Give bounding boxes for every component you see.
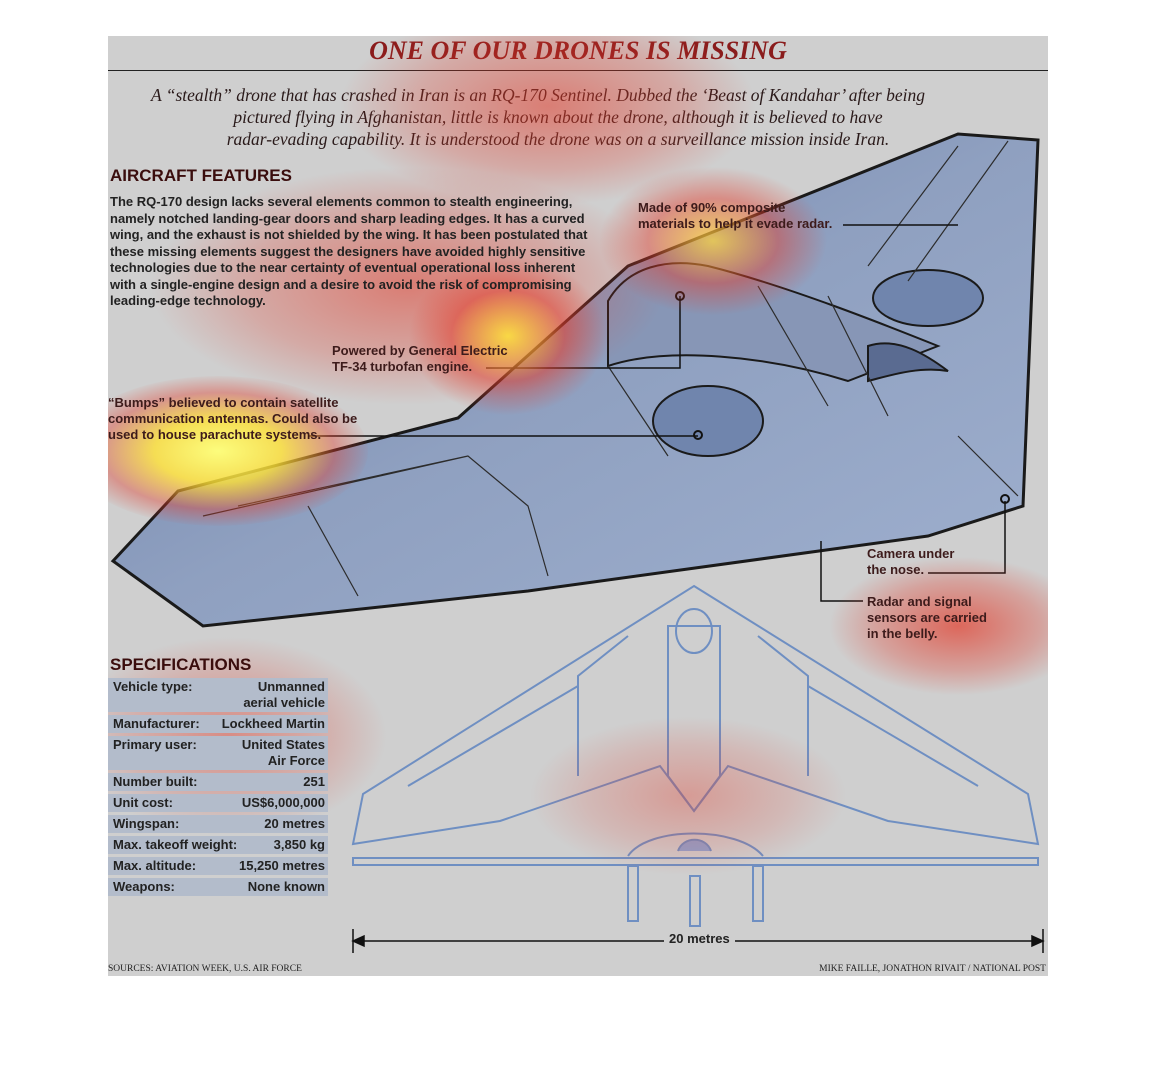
callout-bumps-line-1: “Bumps” believed to contain satellite [108, 395, 339, 410]
features-heading: AIRCRAFT FEATURES [110, 166, 292, 185]
spec-label: Unit cost: [113, 795, 173, 810]
callout-composite: Made of 90% composite materials to help … [638, 200, 832, 232]
callout-bumps-line-2: communication antennas. Could also be [108, 411, 358, 426]
callout-bumps-line-3: used to house parachute systems. [108, 427, 322, 442]
spec-row-unit-cost: Unit cost: US$6,000,000 [108, 794, 328, 812]
callout-radar-line-2: sensors are carried [867, 610, 987, 625]
spec-value-line: aerial vehicle [243, 695, 325, 710]
callout-camera: Camera under the nose. [867, 546, 954, 578]
spec-value: 20 metres [264, 816, 325, 831]
spec-label: Primary user: [113, 737, 197, 752]
callout-bumps: “Bumps” believed to contain satellite co… [108, 395, 357, 443]
camera-marker [1000, 494, 1010, 504]
spec-value-line: Air Force [267, 753, 325, 768]
specifications-heading: SPECIFICATIONS [110, 655, 252, 674]
spec-value: None known [247, 879, 325, 894]
satellite-bump-front [652, 385, 764, 457]
spec-value: Lockheed Martin [221, 716, 325, 731]
spec-label: Vehicle type: [113, 679, 193, 694]
callout-engine-line-2: TF-34 turbofan engine. [332, 359, 473, 374]
spec-row-number-built: Number built: 251 [108, 773, 328, 791]
callout-camera-line-1: Camera under [867, 546, 955, 561]
spec-value-line: United States [241, 737, 325, 752]
spec-label: Number built: [113, 774, 198, 789]
spec-value: 251 [303, 774, 325, 789]
callout-composite-line-1: Made of 90% composite [638, 200, 786, 215]
callout-engine-line-1: Powered by General Electric [332, 343, 508, 358]
spec-label: Max. altitude: [113, 858, 197, 873]
blueprint-top-view [351, 584, 1040, 846]
callout-engine: Powered by General Electric TF-34 turbof… [332, 343, 508, 375]
spec-label: Manufacturer: [113, 716, 200, 731]
sources-credit: SOURCES: AVIATION WEEK, U.S. AIR FORCE [108, 964, 302, 974]
callout-radar: Radar and signal sensors are carried in … [867, 594, 987, 642]
features-text: The RQ-170 design lacks several elements… [110, 194, 588, 308]
spec-label: Wingspan: [113, 816, 180, 831]
spec-row-max-altitude: Max. altitude: 15,250 metres [108, 857, 328, 875]
bump-marker [693, 430, 703, 440]
spec-row-weapons: Weapons: None known [108, 878, 328, 896]
infographic: ONE OF OUR DRONES IS MISSING A “stealth”… [108, 36, 1048, 976]
blueprint-front-view [352, 832, 1039, 927]
spec-label: Max. takeoff weight: [113, 837, 238, 852]
callout-radar-line-1: Radar and signal [867, 594, 972, 609]
spec-value: US$6,000,000 [241, 795, 325, 810]
spec-label: Weapons: [113, 879, 175, 894]
spec-value: 15,250 metres [238, 858, 325, 873]
author-credit: MIKE FAILLE, JONATHON RIVAIT / NATIONAL … [819, 964, 1046, 974]
wingspan-dimension-label: 20 metres [664, 931, 735, 946]
callout-camera-line-2: the nose. [867, 562, 925, 577]
callout-radar-line-3: in the belly. [867, 626, 938, 641]
spec-row-max-takeoff-weight: Max. takeoff weight: 3,850 kg [108, 836, 328, 854]
spec-value-line: Unmanned [257, 679, 325, 694]
spec-row-wingspan: Wingspan: 20 metres [108, 815, 328, 833]
spec-value: 3,850 kg [273, 837, 325, 852]
satellite-bump-rear [872, 269, 984, 327]
spec-row-manufacturer: Manufacturer: Lockheed Martin [108, 715, 328, 733]
exhaust [867, 342, 949, 383]
callout-composite-line-2: materials to help it evade radar. [638, 216, 833, 231]
